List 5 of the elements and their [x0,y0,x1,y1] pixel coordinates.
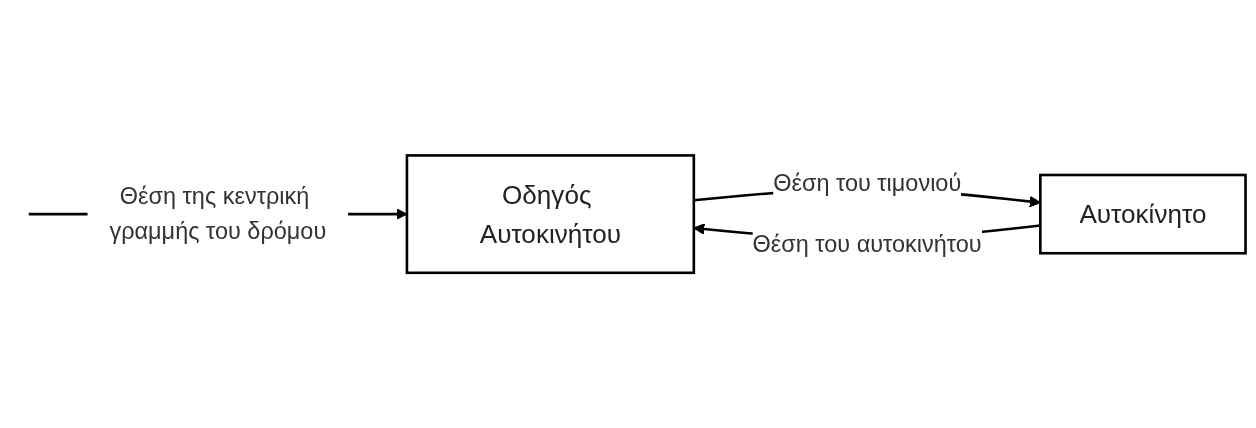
node-box: Οδηγός Αυτοκινήτου [405,154,696,274]
edge-label: Θέση του τιμονιού [773,169,962,196]
edge-label: Θέση της κεντρική γραμμής του δρόμου [109,182,327,244]
node-box: Αυτοκίνητο [1039,173,1247,255]
edge-label: Θέση του αυτοκινήτου [752,230,982,258]
